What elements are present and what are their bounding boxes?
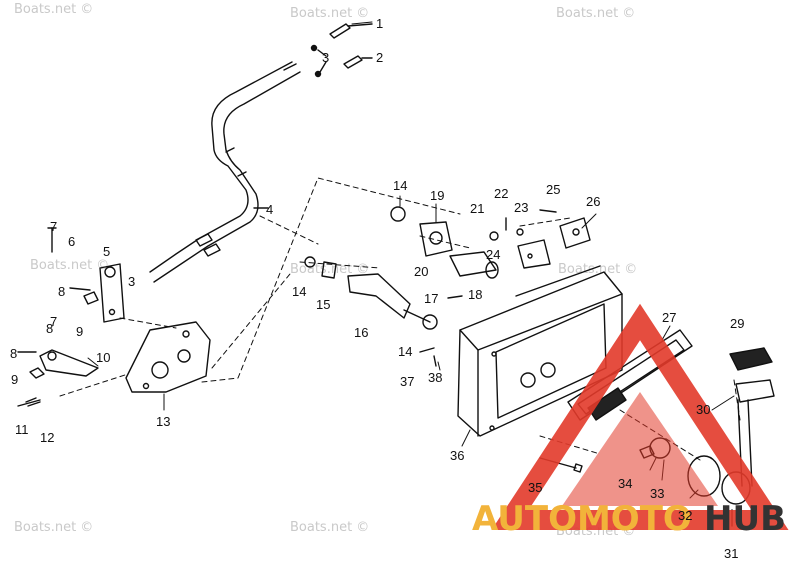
callout-7: 7 [50,314,57,329]
watermark: Boats.net © [14,2,94,17]
callout-14: 14 [393,178,407,193]
callout-31: 31 [724,546,738,561]
part-16-shaft [321,261,431,323]
callout-6: 6 [68,234,75,249]
callout-13: 13 [156,414,170,429]
callout-19: 19 [430,188,444,203]
callout-18: 18 [468,287,482,302]
part-4-cables [149,61,301,283]
part-10-lever [17,349,99,407]
callout-9: 9 [76,324,83,339]
callout-14: 14 [398,344,412,359]
watermark: Boats.net © [30,258,110,273]
callout-11: 11 [15,422,29,437]
automotohub-logo-mark [491,303,789,530]
callout-21: 21 [470,201,484,216]
watermark: Boats.net © [290,6,370,21]
part-3-nut-top [310,44,327,78]
callout-22: 22 [494,186,508,201]
callout-32: 32 [678,508,692,523]
watermark: Boats.net © [14,520,94,535]
callout-35: 35 [528,480,542,495]
watermark: Boats.net © [556,6,636,21]
callout-37: 37 [400,374,414,389]
callout-8: 8 [58,284,65,299]
callout-27: 27 [662,310,676,325]
brand-word-hub: HUB [704,499,786,539]
callout-33: 33 [650,486,664,501]
callout-3: 3 [322,50,329,65]
brand-word-automoto: AUTOMOTO [472,499,692,539]
callout-38: 38 [428,370,442,385]
part-20-cylinder [449,251,499,279]
callout-20: 20 [414,264,428,279]
callout-8: 8 [10,346,17,361]
callout-36: 36 [450,448,464,463]
callout-3: 3 [128,274,135,289]
callout-2: 2 [376,50,383,65]
callout-16: 16 [354,325,368,340]
callout-1: 1 [376,16,383,31]
watermark: Boats.net © [290,520,370,535]
part-7-screw [47,227,57,253]
callout-34: 34 [618,476,632,491]
part-14-washer [304,206,438,330]
callout-9: 9 [11,372,18,387]
callout-8: 8 [46,321,53,336]
callout-29: 29 [730,316,744,331]
callout-10: 10 [96,350,110,365]
callout-4: 4 [266,202,273,217]
callout-14: 14 [292,284,306,299]
callout-30: 30 [696,402,710,417]
part-29-grip [729,347,773,371]
callout-23: 23 [514,200,528,215]
callout-25: 25 [546,182,560,197]
part-19-gear [419,221,453,257]
callout-24: 24 [486,247,500,262]
callout-7: 7 [50,219,57,234]
part-6-bracket [69,263,125,323]
part-24-bracket [517,217,591,269]
callout-5: 5 [103,244,110,259]
callout-26: 26 [586,194,600,209]
part-1-pin [329,23,373,39]
callout-17: 17 [424,291,438,306]
callout-15: 15 [316,297,330,312]
part-21-23-fasteners [419,209,557,367]
part-13-housing [125,321,211,393]
callout-12: 12 [40,430,54,445]
